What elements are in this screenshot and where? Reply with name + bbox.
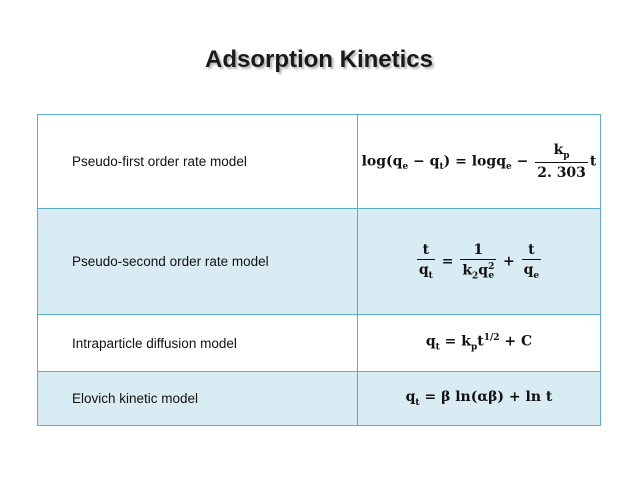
- model-name: Intraparticle diffusion model: [37, 314, 358, 372]
- kinetics-table: Pseudo-first order rate model log(qe − q…: [37, 114, 601, 426]
- table-row: Pseudo-first order rate model log(qe − q…: [37, 114, 601, 209]
- model-name: Pseudo-first order rate model: [37, 114, 358, 209]
- table-row: Intraparticle diffusion model qt = kpt1/…: [37, 314, 601, 372]
- table-row: Elovich kinetic model qt = β ln(αβ) + ln…: [37, 371, 601, 426]
- slide-title: Adsorption Kinetics: [204, 46, 433, 73]
- equation-elovich: qt = β ln(αβ) + ln t: [357, 371, 601, 426]
- equation-intraparticle-diffusion: qt = kpt1/2 + C: [357, 314, 601, 372]
- model-name: Pseudo-second order rate model: [37, 208, 358, 315]
- model-name: Elovich kinetic model: [37, 371, 358, 426]
